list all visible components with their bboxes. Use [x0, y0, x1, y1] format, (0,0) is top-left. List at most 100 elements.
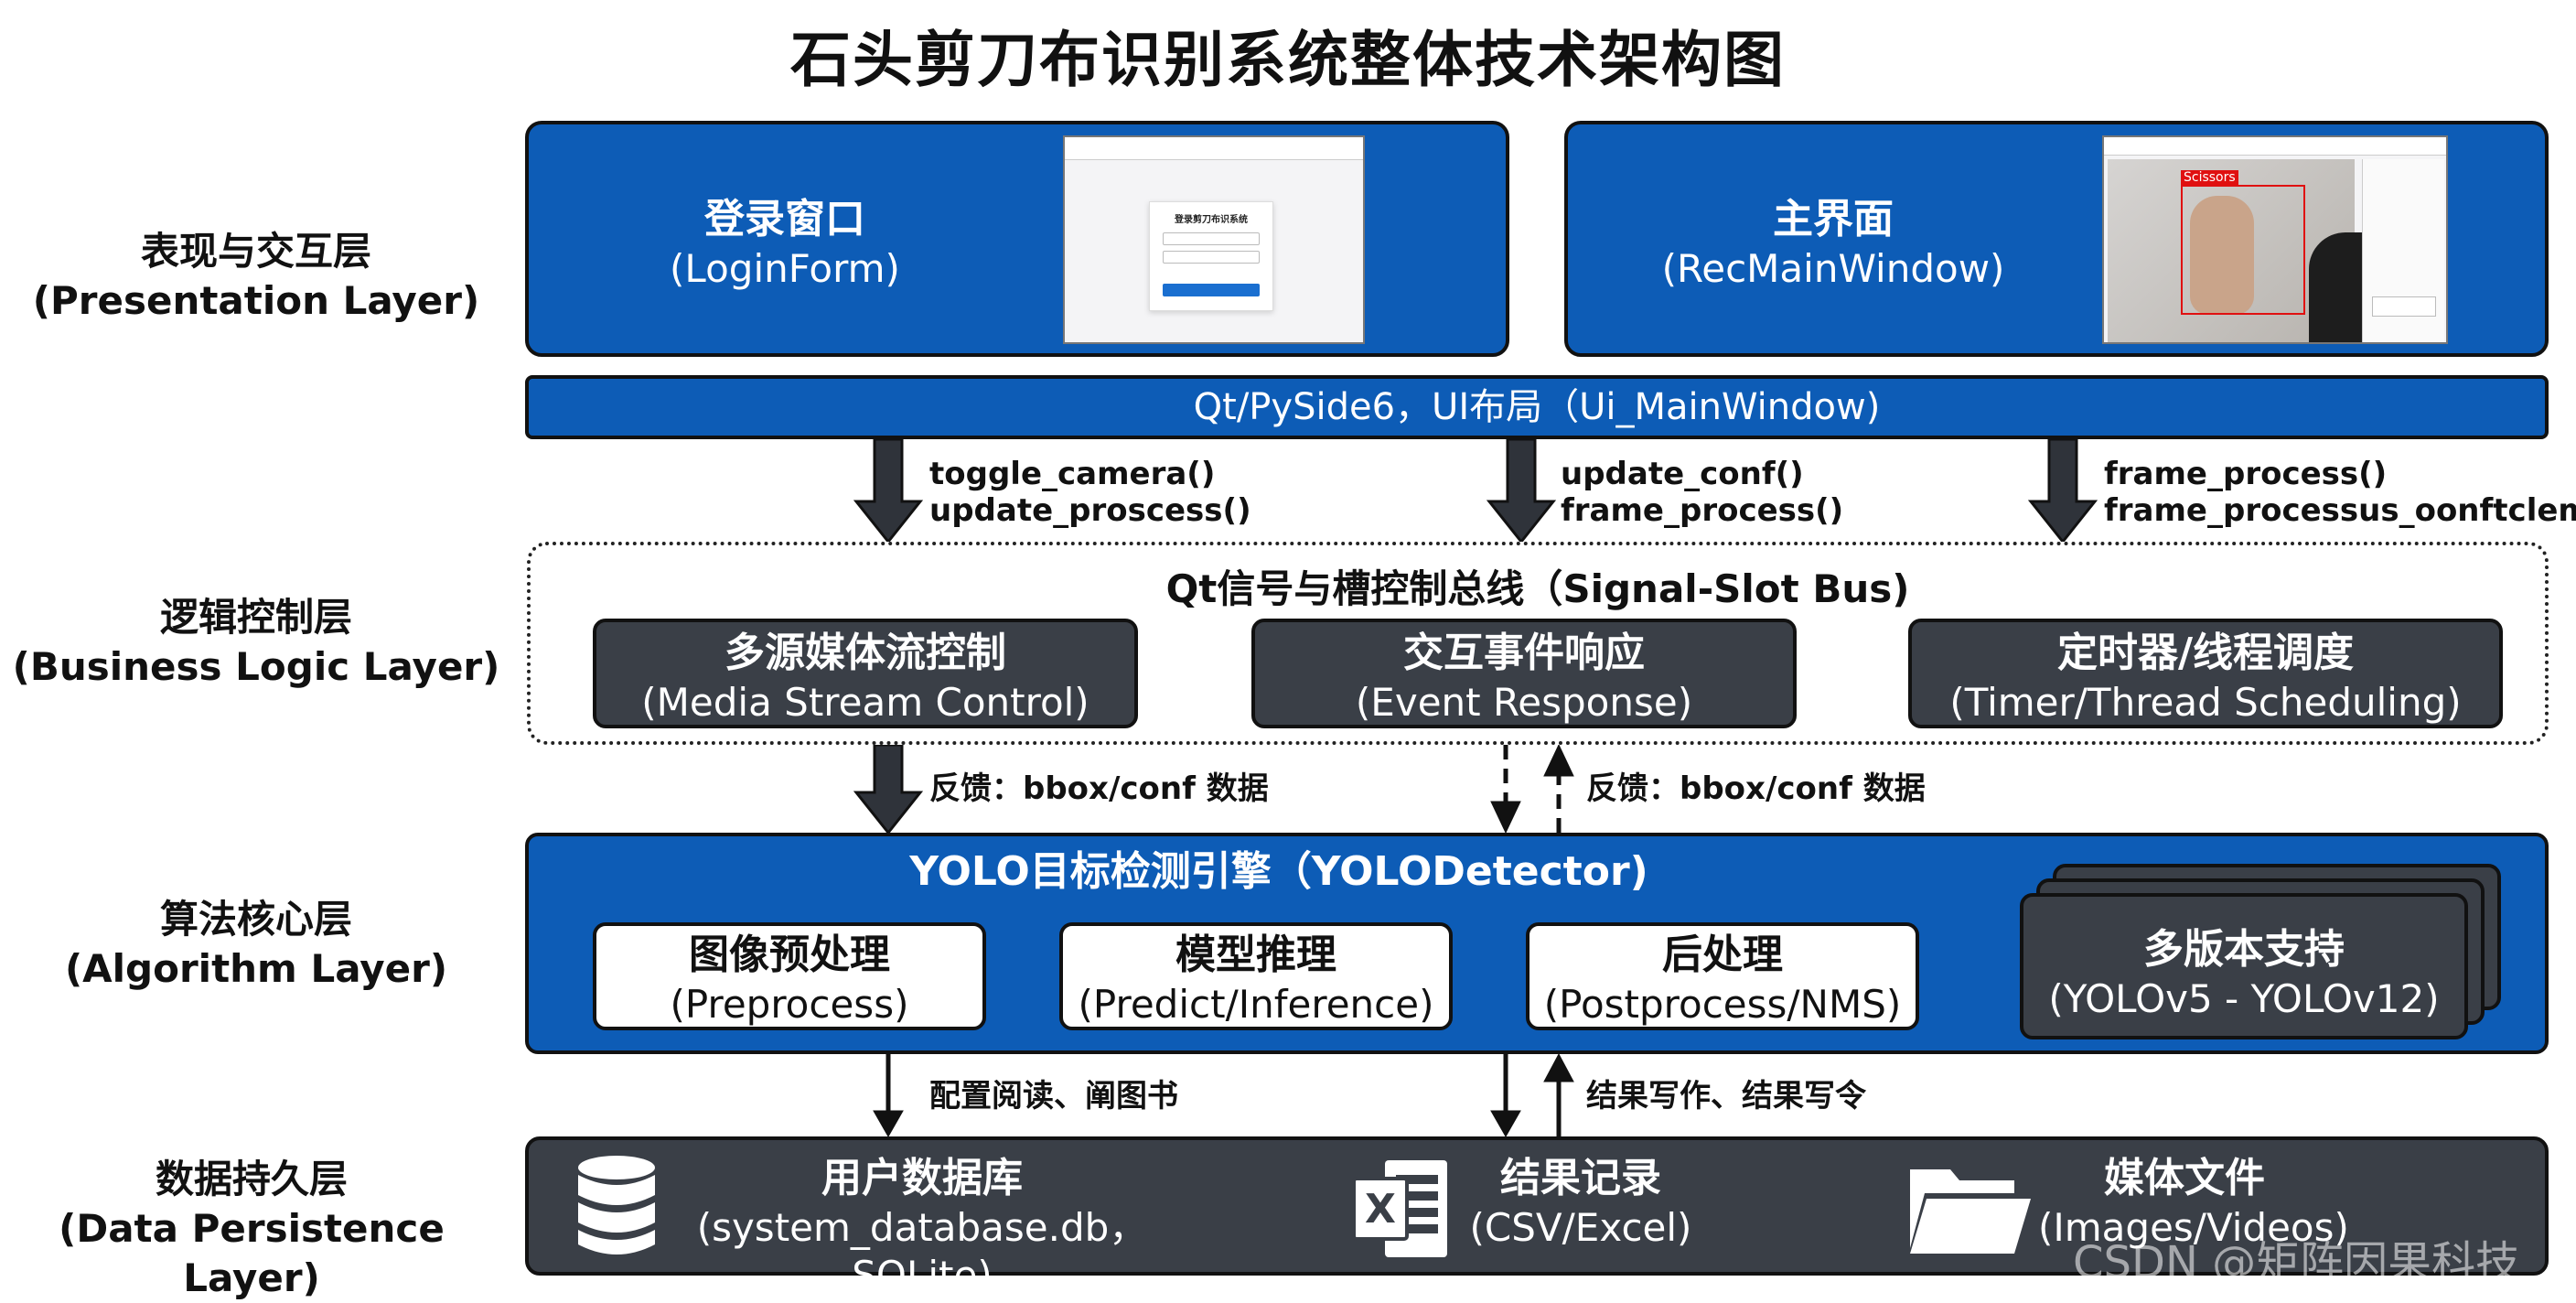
thumbnail-titlebar	[1065, 137, 1363, 160]
box-title: 多版本支持	[2143, 926, 2345, 973]
ui-layout-bar-label: Qt/PySide6，UI布局（Ui_MainWindow)	[1193, 386, 1881, 428]
thumbnail-login-card: 登录剪刀布识系统	[1149, 201, 1273, 311]
item-title: 用户数据库	[821, 1155, 1023, 1201]
feedback-label-right: 反馈：bbox/conf 数据	[1586, 770, 1926, 807]
arrow-feedback-dashed-down	[1490, 745, 1521, 835]
box-subtitle: (Event Response)	[1355, 680, 1693, 725]
box-title: 图像预处理	[689, 931, 890, 978]
layer-label-logic: 逻辑控制层 (Business Logic Layer)	[9, 593, 503, 692]
multi-version-support-card: 多版本支持 (YOLOv5 - YOLOv12)	[2020, 893, 2468, 1039]
arrow-down-mid	[1486, 437, 1557, 544]
result-record-text: 结果记录 (CSV/Excel)	[1444, 1153, 1718, 1252]
data-layer-container: 用户数据库 (system_database.db，SQLite) X 结果记录…	[525, 1136, 2549, 1298]
item-subtitle: (system_database.db，SQLite)	[696, 1205, 1148, 1298]
arrow-label-mid: update_conf() frame_process()	[1561, 456, 1843, 529]
postprocess-box: 后处理 (Postprocess/NMS)	[1526, 922, 1919, 1030]
arrow-result-up	[1543, 1052, 1574, 1136]
box-title: 定时器/线程调度	[2056, 630, 2355, 676]
thumbnail-camera-view: Scissors	[2108, 159, 2364, 342]
login-window-text: 登录窗口 (LoginForm)	[529, 194, 1041, 293]
watermark: CSDN @矩阵因果科技	[2073, 1237, 2520, 1288]
box-title: 后处理	[1662, 931, 1783, 978]
logic-layer-container: Qt信号与槽控制总线（Signal-Slot Bus) 多源媒体流控制 (Med…	[527, 542, 2549, 745]
hand-shape	[2190, 196, 2254, 315]
thumbnail-input	[1163, 251, 1260, 264]
main-window-text: 主界面 (RecMainWindow)	[1568, 194, 2098, 293]
box-subtitle: (Predict/Inference)	[1078, 982, 1434, 1027]
signal-slot-bus-label: Qt信号与槽控制总线（Signal-Slot Bus)	[1165, 566, 1910, 611]
item-title: 结果记录	[1500, 1155, 1661, 1201]
feedback-label-left: 反馈：bbox/conf 数据	[929, 770, 1269, 807]
method-label: update_conf()	[1561, 456, 1804, 492]
login-window-title: 登录窗口	[704, 196, 865, 242]
method-label: toggle_camera()	[929, 456, 1216, 492]
database-icon	[578, 1156, 655, 1255]
preprocess-box: 图像预处理 (Preprocess)	[593, 922, 986, 1030]
yolo-engine-label: YOLO目标检测引擎（YOLODetector)	[909, 848, 1648, 895]
main-screenshot-thumbnail: Scissors	[2102, 135, 2448, 344]
box-subtitle: (Postprocess/NMS)	[1543, 982, 1902, 1027]
thumbnail-side-panel	[2362, 159, 2444, 342]
box-title: 模型推理	[1175, 931, 1336, 978]
item-subtitle: (CSV/Excel)	[1469, 1205, 1692, 1250]
predict-box: 模型推理 (Predict/Inference)	[1059, 922, 1453, 1030]
arrow-config-down	[873, 1054, 904, 1138]
layer-label-en: (Presentation Layer)	[32, 278, 480, 323]
arrow-label-right: frame_process() frame_processus_oonftcle…	[2104, 456, 2576, 529]
arrow-feedback-dashed-up	[1543, 743, 1574, 833]
arrow-result-down	[1490, 1054, 1521, 1138]
layer-label-en: (Algorithm Layer)	[64, 946, 448, 991]
timer-thread-box: 定时器/线程调度 (Timer/Thread Scheduling)	[1908, 619, 2503, 728]
layer-label-en: (Business Logic Layer)	[12, 644, 500, 689]
user-database-text: 用户数据库 (system_database.db，SQLite)	[666, 1153, 1178, 1299]
method-label: frame_processus_oonftclemo()	[2104, 492, 2576, 529]
page-title: 石头剪刀布识别系统整体技术架构图	[790, 25, 1786, 95]
box-title: 多源媒体流控制	[724, 630, 1006, 676]
thumbnail-button	[2372, 296, 2436, 317]
item-subtitle: (Images/Videos)	[2038, 1205, 2349, 1250]
svg-text:X: X	[1365, 1186, 1396, 1233]
media-files-text: 媒体文件 (Images/Videos)	[2038, 1153, 2349, 1252]
folder-icon	[1910, 1169, 2031, 1254]
arrow-feedback-down-left	[853, 743, 924, 835]
login-window-box: 登录窗口 (LoginForm) 登录剪刀布识系统	[525, 121, 1509, 357]
box-subtitle: (Media Stream Control)	[641, 680, 1089, 725]
method-label: frame_process()	[1561, 492, 1844, 529]
thumbnail-login-title: 登录剪刀布识系统	[1175, 215, 1248, 225]
layer-label-presentation: 表现与交互层 (Presentation Layer)	[9, 227, 503, 326]
arrow-down-left	[853, 437, 924, 544]
media-stream-control-box: 多源媒体流控制 (Media Stream Control)	[593, 619, 1138, 728]
layer-label-en: (Data Persistence Layer)	[59, 1206, 445, 1300]
detection-label: Scissors	[2181, 170, 2238, 185]
main-window-subtitle: (RecMainWindow)	[1661, 246, 2005, 291]
person-shoulder	[2309, 232, 2364, 342]
login-window-subtitle: (LoginForm)	[670, 246, 900, 291]
result-write-label: 结果写作、结果写令	[1586, 1078, 1866, 1115]
box-subtitle: (YOLOv5 - YOLOv12)	[2048, 976, 2440, 1021]
box-subtitle: (Preprocess)	[670, 982, 909, 1027]
main-window-box: 主界面 (RecMainWindow) Scissors	[1564, 121, 2549, 357]
layer-label-cn: 逻辑控制层	[159, 595, 352, 640]
detection-bbox	[2181, 185, 2305, 315]
thumbnail-button	[1163, 284, 1260, 296]
method-label: update_proscess()	[929, 492, 1251, 529]
ui-layout-bar: Qt/PySide6，UI布局（Ui_MainWindow)	[525, 375, 2549, 439]
layer-label-cn: 表现与交互层	[140, 229, 371, 274]
layer-label-algorithm: 算法核心层 (Algorithm Layer)	[9, 895, 503, 994]
box-subtitle: (Timer/Thread Scheduling)	[1949, 680, 2462, 725]
layer-label-cn: 算法核心层	[159, 897, 352, 942]
event-response-box: 交互事件响应 (Event Response)	[1251, 619, 1797, 728]
thumbnail-input	[1163, 232, 1260, 245]
thumbnail-titlebar	[2104, 137, 2446, 156]
layer-label-cn: 数据持久层	[155, 1157, 348, 1201]
config-read-label: 配置阅读、阐图书	[929, 1078, 1178, 1115]
main-window-title: 主界面	[1773, 196, 1894, 242]
excel-icon: X	[1352, 1160, 1447, 1257]
method-label: frame_process()	[2104, 456, 2388, 492]
item-title: 媒体文件	[2104, 1155, 2265, 1201]
box-title: 交互事件响应	[1403, 630, 1645, 676]
algorithm-layer-container: YOLO目标检测引擎（YOLODetector) 图像预处理 (Preproce…	[525, 833, 2549, 1054]
layer-label-data: 数据持久层 (Data Persistence Layer)	[0, 1155, 503, 1303]
arrow-label-left: toggle_camera() update_proscess()	[929, 456, 1251, 529]
